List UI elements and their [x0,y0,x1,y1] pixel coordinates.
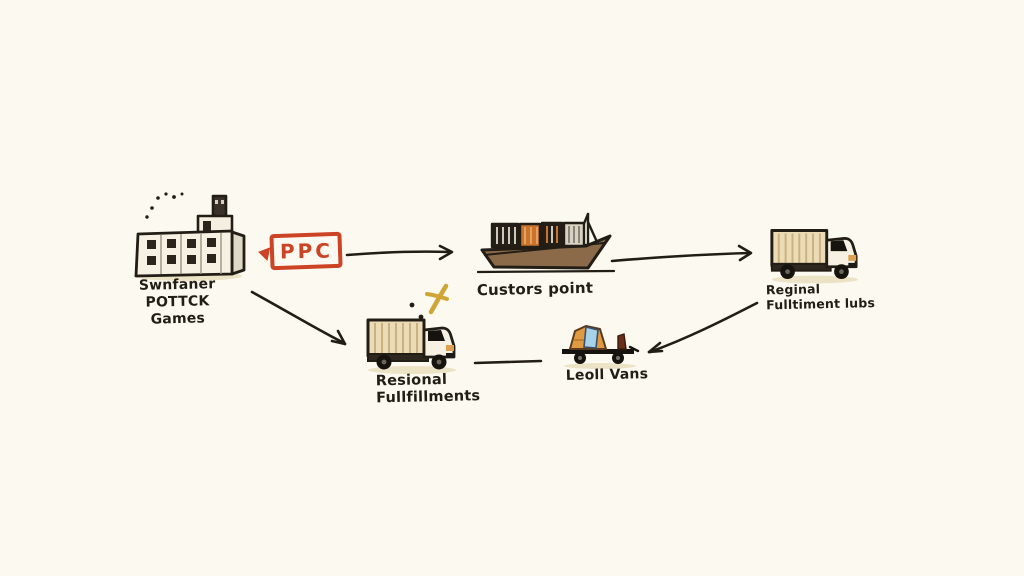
factory-label: Swnfaner POTTCK Games [109,276,245,330]
box-truck-icon [770,229,859,284]
factory-icon [134,192,246,281]
ppc-label: PPC [279,238,333,264]
line-fulfillment-to-vans [473,359,543,365]
factory-label-line1: Swnfaner POTTCK [138,276,216,311]
regional-fulfillment-label: Resional Fullfillments [376,371,507,408]
factory-smoke-dots [145,192,184,219]
arrow-customs-to-regional-hub [610,244,753,263]
truck-wheels [780,264,849,280]
arrow-regional-hub-to-vans [647,301,759,354]
arrow-ppc-to-customs [345,244,454,261]
regional-hub-label-line2: Fulltiment lubs [766,295,876,313]
van-windshield [583,325,599,349]
local-vans-label-text: Leoll Vans [565,366,649,384]
arrow-factory-to-fulfillment [250,290,347,346]
flatbed-van-icon [562,325,640,369]
factory-label-line2: Games [150,310,206,328]
factory-windows [147,238,216,265]
regional-hub-label: Reginal Fulltiment lubs [766,280,902,313]
regional-fulfillment-label-line2: Fullfillments [376,388,481,407]
ppc-stamp-icon: PPC [269,231,343,271]
van-wheels [574,352,624,364]
box-truck-icon [366,318,456,374]
container-ship-icon [476,212,616,274]
truck-wheels [376,354,447,370]
local-vans-label: Leoll Vans [552,366,662,384]
customs-label: Custors point [470,279,600,300]
spark-icon [409,283,449,320]
customs-label-text: Custors point [476,278,594,300]
